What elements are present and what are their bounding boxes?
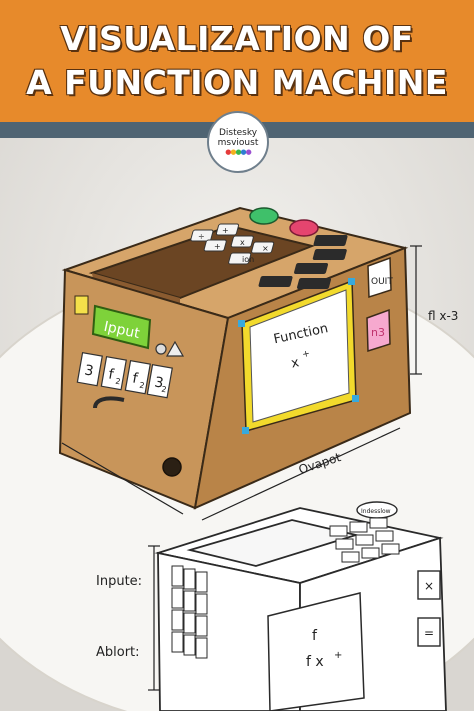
- sketch-grid-cell: [183, 612, 196, 634]
- sketch-grid-cell: [171, 609, 184, 631]
- keypad-key[interactable]: ×: [251, 241, 275, 254]
- input-tile-sub: 2: [161, 385, 168, 395]
- sketch-key: [375, 530, 394, 542]
- input-button[interactable]: Ipput: [91, 304, 152, 350]
- input-tile-label: 3: [83, 362, 95, 379]
- sketch-screen-line-1: f: [312, 628, 318, 644]
- sketch-grid-cell: [171, 565, 184, 587]
- keypad-key[interactable]: +: [215, 223, 240, 236]
- sketch-key: [361, 547, 380, 559]
- keypad-key[interactable]: +: [203, 239, 227, 252]
- input-button-label: Ipput: [102, 319, 141, 342]
- keypad-key[interactable]: ÷: [190, 229, 214, 242]
- title-banner: VISUALIZATION OF A FUNCTION MACHINE: [0, 0, 474, 122]
- title-line-1: VISUALIZATION OF: [60, 19, 414, 58]
- dark-keys: [258, 235, 348, 289]
- sketch-input-label: Inpute:: [96, 574, 143, 589]
- input-tile[interactable]: 3: [76, 351, 103, 387]
- n3-label: n3: [371, 326, 385, 339]
- knob[interactable]: [155, 343, 167, 355]
- sketch-grid-cell: [171, 631, 184, 653]
- keypad-key-label: x: [240, 238, 245, 247]
- input-tile-label: f: [107, 366, 116, 383]
- sketch-x-button: ×: [424, 579, 434, 593]
- sketch-key: [349, 521, 368, 533]
- side-dimension-label: fl x-3: [428, 309, 458, 323]
- sketch-grid-cell: [195, 615, 208, 637]
- input-tile-sub: 2: [115, 377, 122, 387]
- keypad-key-label: +: [222, 226, 229, 235]
- sketch-key: [335, 538, 354, 550]
- sketch-grid-panel: [171, 565, 208, 659]
- screen-line-2: x: [290, 355, 301, 371]
- screen-sup: +: [301, 349, 310, 360]
- sketch-screen-sup: +: [334, 650, 342, 661]
- sketch-side-buttons: × =: [417, 570, 441, 647]
- quit-button[interactable]: OUIT: [367, 256, 393, 299]
- sketch-grid-cell: [195, 593, 208, 615]
- sketch-key: [369, 517, 388, 529]
- keypad-key-label: ÷: [198, 232, 205, 241]
- slot-handle[interactable]: [93, 396, 125, 409]
- keypad-key-label: ×: [262, 244, 269, 253]
- sketch-grid-cell: [195, 637, 208, 659]
- sketch-grid-cell: [171, 587, 184, 609]
- function-screen: Function x +: [238, 278, 359, 434]
- sketch-screen-line-2: f x: [306, 654, 324, 670]
- input-tile-label: 3: [153, 374, 165, 391]
- dimension-lines: [61, 245, 422, 521]
- keypad-key-label: ion: [242, 255, 254, 264]
- sketch-keypad: [329, 517, 400, 563]
- sketch-eq-button: =: [424, 626, 434, 640]
- small-sticker: [74, 295, 89, 315]
- quit-label: OUIT: [371, 277, 393, 287]
- badge-line-1: Distesky: [218, 127, 258, 138]
- title-line-2: A FUNCTION MACHINE: [26, 63, 448, 102]
- badge-dots-icon: ●●●●●: [225, 147, 252, 156]
- input-tile[interactable]: 32: [146, 363, 173, 399]
- sketch-key: [355, 534, 374, 546]
- sketch-dial-label: Indesslow: [361, 508, 391, 515]
- red-button[interactable]: [289, 219, 319, 237]
- warning-icon: [165, 340, 185, 357]
- sketch-grid-cell: [183, 590, 196, 612]
- sketch-key: [341, 551, 360, 563]
- sketch-key: [329, 525, 348, 537]
- green-button[interactable]: [249, 207, 279, 225]
- logo-badge: Distesky msvioust ●●●●●: [207, 111, 269, 173]
- sketch-grid-cell: [195, 571, 208, 593]
- sketch-grid-cell: [183, 568, 196, 590]
- sketch-key: [381, 543, 400, 555]
- input-tile-sub: 2: [139, 381, 146, 391]
- sketch-about-label: Ablort:: [96, 645, 140, 660]
- sketch-grid-cell: [183, 634, 196, 656]
- n3-button[interactable]: n3: [366, 308, 391, 353]
- input-tile-label: f: [131, 370, 140, 387]
- keypad-key[interactable]: ion: [228, 252, 254, 265]
- sketch-dimension: [148, 545, 160, 691]
- keypad-key[interactable]: x: [230, 235, 254, 248]
- badge-line-2: msvioust: [217, 137, 259, 148]
- sketch-screen: f f x +: [267, 592, 365, 711]
- output-hole: [162, 457, 182, 477]
- keypad: ÷ + x + × ion: [190, 223, 275, 265]
- keypad-key-label: +: [214, 242, 221, 251]
